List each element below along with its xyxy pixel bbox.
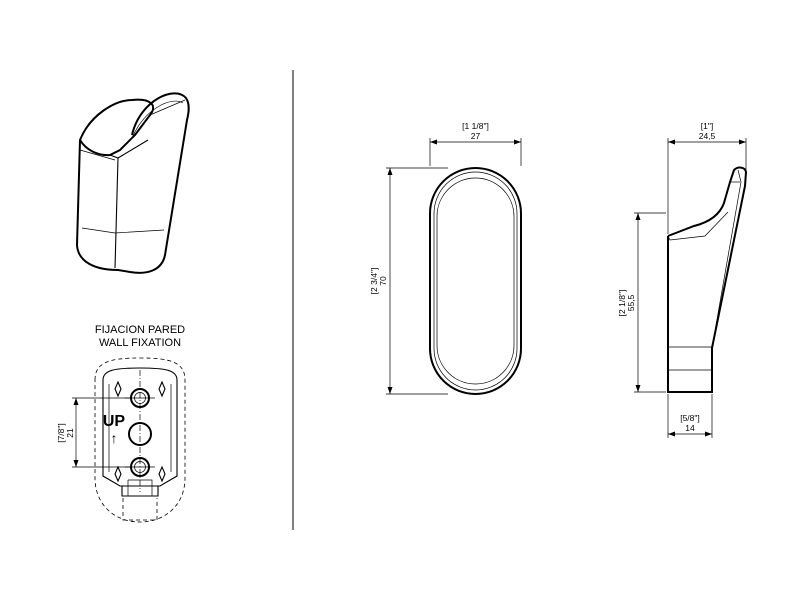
arrow-up-icon: ↑: [111, 430, 118, 446]
isometric-view: [75, 92, 190, 274]
front-height-metric: 70: [378, 276, 388, 286]
wall-fixation-view: FIJACION PARED WALL FIXATION UP ↑ [7/8: [56, 324, 186, 523]
front-width-metric: 27: [471, 131, 481, 141]
side-depth-imperial: [1"]: [701, 121, 713, 131]
side-depth-metric: 24,5: [699, 131, 716, 141]
wall-fixation-title-es: FIJACION PARED: [95, 324, 185, 336]
wall-dim-imperial: [7/8"]: [56, 423, 66, 443]
front-height-imperial: [2 3/4"]: [369, 268, 379, 295]
up-label: UP: [103, 413, 126, 430]
front-view: [1 1/8"] 27 [2 3/4"] 70: [369, 121, 522, 395]
front-width-imperial: [1 1/8"]: [462, 121, 489, 131]
wall-fixation-title-en: WALL FIXATION: [99, 337, 181, 349]
side-base-metric: 14: [685, 423, 695, 433]
wall-dim-metric: 21: [65, 428, 75, 438]
side-height-imperial: [2 1/8"]: [617, 290, 627, 317]
side-height-metric: 55,5: [626, 294, 636, 311]
side-base-imperial: [5/8"]: [680, 413, 700, 423]
side-view: [1"] 24,5 [2 1/8"] 55,5 [5/8"] 14: [617, 121, 748, 438]
